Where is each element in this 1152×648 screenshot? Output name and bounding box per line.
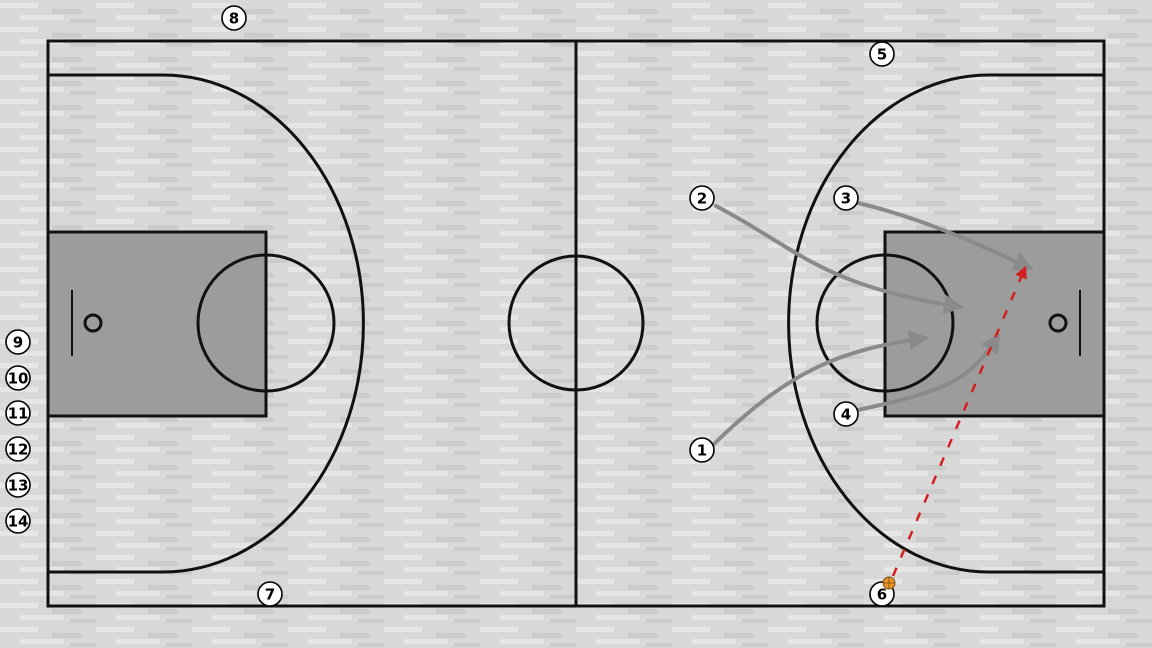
cut-path-4 (856, 332, 1001, 412)
right-key (883, 230, 1106, 418)
left-paint (48, 232, 266, 416)
right-paint (885, 232, 1104, 416)
right-hoop-ring-icon (1048, 313, 1068, 333)
player-marker-2[interactable]: 2 (689, 185, 715, 211)
bench-player-12[interactable]: 12 (5, 436, 31, 462)
player-number: 9 (13, 334, 23, 352)
player-number: 3 (841, 190, 851, 208)
bench-player-9[interactable]: 9 (5, 329, 31, 355)
player-number: 8 (229, 10, 239, 28)
player-number: 2 (697, 190, 707, 208)
player-number: 13 (8, 477, 29, 495)
cut-paths (712, 201, 1034, 446)
right-three-point-line (787, 73, 1104, 574)
player-number: 10 (8, 370, 29, 388)
player-marker-3[interactable]: 3 (833, 185, 859, 211)
player-number: 11 (8, 405, 29, 423)
player-number: 6 (877, 586, 887, 604)
cut-path-1 (712, 330, 929, 446)
bench-player-14[interactable]: 14 (5, 508, 31, 534)
left-three-point-line (48, 73, 365, 574)
cut-path-2 (714, 204, 964, 315)
basketball-icon[interactable] (882, 576, 896, 590)
player-marker-8[interactable]: 8 (221, 5, 247, 31)
bench-player-10[interactable]: 10 (5, 365, 31, 391)
court-players: 1 2 3 4 5 6 7 8 (221, 5, 895, 607)
player-number: 1 (697, 442, 707, 460)
bench-player-11[interactable]: 11 (5, 400, 31, 426)
player-number: 5 (877, 46, 887, 64)
left-hoop-ring-icon (83, 313, 103, 333)
bench-players: 9 10 11 12 13 14 (5, 329, 31, 534)
court-lines (46, 39, 1106, 608)
left-key (46, 230, 268, 418)
player-number: 12 (8, 441, 29, 459)
bench-player-13[interactable]: 13 (5, 472, 31, 498)
player-number: 7 (265, 586, 275, 604)
player-marker-1[interactable]: 1 (689, 437, 715, 463)
player-number: 14 (8, 513, 29, 531)
player-number: 4 (841, 406, 851, 424)
player-marker-7[interactable]: 7 (257, 581, 283, 607)
center-circle (507, 254, 645, 392)
right-free-throw-circle (815, 253, 955, 393)
player-marker-5[interactable]: 5 (869, 41, 895, 67)
player-marker-4[interactable]: 4 (833, 401, 859, 427)
pass-line (891, 265, 1027, 577)
cut-path-3 (856, 201, 1034, 271)
left-free-throw-circle (196, 253, 336, 393)
